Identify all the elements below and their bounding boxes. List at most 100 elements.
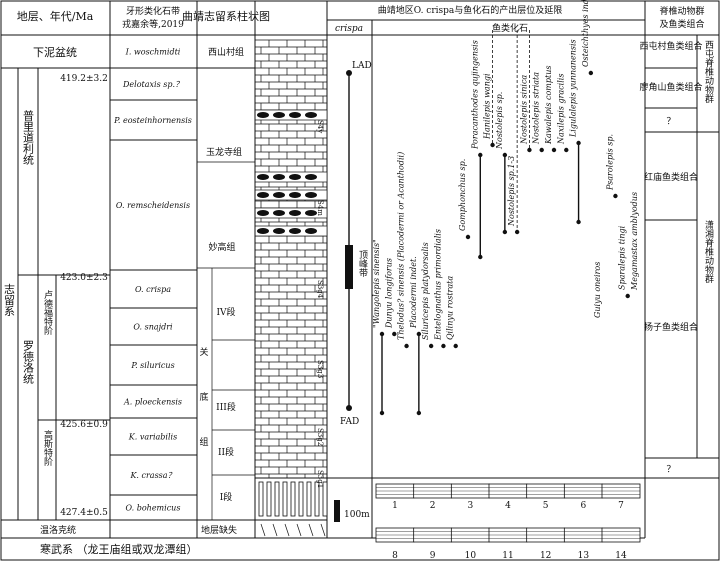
- fish-range-top: [564, 147, 569, 153]
- ludfordian-label: 卢德福特阶: [42, 289, 53, 336]
- unit-s4y: S4y: [316, 120, 324, 133]
- top-bed-label: 顶峰带: [357, 250, 368, 278]
- fish-range-top: [478, 152, 483, 158]
- fish-taxon-label: Siluricepis platydorsalis: [421, 242, 430, 340]
- fish-taxon-label: Poracanthodes qujingensis: [470, 40, 479, 150]
- age-3: 425.6±0.9: [60, 420, 108, 430]
- fish-taxon-label: Nostolepis sp.: [495, 92, 504, 150]
- formations: 西山村组 玉龙寺组 妙高组 地层缺失 IV段 III段 II段 I段 关 底 组: [197, 46, 255, 536]
- conodont-zone: A. ploeckensis: [123, 398, 182, 407]
- header-crispa: crispa: [335, 24, 363, 34]
- fish-taxon-label: Osteichthyes indet.: [581, 0, 590, 67]
- fish-taxon-label: Nostolepis striata: [532, 72, 541, 145]
- legend-number: 10: [465, 551, 477, 561]
- fish-range-top: [527, 147, 532, 153]
- fish-taxon-label: Nostolepis sp.1-3: [507, 156, 516, 227]
- fish-range-top: [502, 152, 508, 158]
- header-column: 曲靖志留系柱状图: [182, 9, 270, 23]
- legend-number: 9: [430, 551, 436, 561]
- assemblage-unknown-1: ？: [666, 117, 675, 127]
- age-1: 419.2±3.2: [60, 74, 108, 84]
- fish-taxon-label: Dunyu longiforus: [384, 258, 393, 329]
- legend-number: 1: [392, 501, 398, 511]
- fish-taxon-label: Placodermi indet.: [409, 256, 418, 329]
- fish-range-top: [551, 147, 557, 153]
- fish-range-top: [490, 142, 495, 148]
- assemblage-xituncun: 西屯村鱼类组合: [639, 40, 702, 52]
- guandi-char-1: 关: [199, 346, 208, 358]
- legend-number: 12: [540, 551, 551, 561]
- unit-labels: S4y S4m S3g4 S3g3 S3g2 S3g1: [316, 120, 324, 488]
- fish-range-bottom: [502, 229, 508, 235]
- fish-taxon-label: Naxilepis gracilis: [556, 74, 565, 145]
- fish-taxon-label: "Wangolepis sinensis": [372, 239, 381, 328]
- fish-taxon-label: Nostolepis sinica: [519, 75, 528, 145]
- fish-taxon-label: Kawalepis comptus: [544, 66, 553, 145]
- fish-range-bottom: [379, 410, 385, 416]
- lower-devonian-label: 下泥盆统: [33, 45, 77, 59]
- assemblage-hongmiao: 红庙鱼类组合: [644, 171, 698, 183]
- fauna-xitun: 西屯脊椎动物群: [703, 40, 714, 104]
- lithology-column: [254, 34, 328, 539]
- guandi-char-3: 组: [199, 436, 208, 448]
- fish-taxon-label: Sparalepis tingi: [618, 225, 627, 290]
- legend-number: 6: [580, 501, 586, 511]
- header-vert-group2: 及鱼类组合: [659, 18, 704, 30]
- conodont-zone: P. eosteinhornensis: [113, 116, 192, 125]
- fish-range-top: [404, 343, 409, 349]
- legend-number: 8: [392, 551, 398, 561]
- conodont-zone: O. snajdri: [133, 323, 173, 332]
- wenlock-label: 温洛克统: [40, 524, 76, 536]
- assemblage-yangzi: 扬子鱼类组合: [644, 321, 698, 333]
- header: 地层、年代/Ma 牙形类化石带 戎嘉余等,2019 曲靖志留系柱状图 曲靖地区O…: [17, 4, 705, 34]
- fish-range-top: [379, 331, 385, 337]
- cambrian-label: 寒武系 （龙王庙组或双龙潭组）: [40, 542, 198, 556]
- header-vert-group: 脊椎动物群: [659, 5, 704, 17]
- legend-number: 5: [543, 501, 549, 511]
- fish-range-bottom: [576, 219, 581, 225]
- fish-range-top: [416, 331, 422, 337]
- scale-bar: [334, 500, 340, 522]
- header-fish: 鱼类化石: [492, 22, 528, 34]
- fish-range-top: [613, 193, 618, 199]
- fish-range-top: [576, 140, 581, 146]
- conodont-zone: K. variabilis: [128, 433, 177, 442]
- fish-range-bottom: [478, 254, 483, 260]
- lad-label: LAD: [352, 61, 372, 71]
- fish-range-top: [428, 343, 434, 349]
- crispa-range: LAD FAD 顶峰带: [340, 61, 372, 427]
- conodont-zone: Delotaxis sp.？: [122, 80, 183, 89]
- unit-s3g2: S3g2: [316, 428, 324, 446]
- scale-label: 100m: [344, 510, 370, 520]
- conodont-zone: O. crispa: [135, 285, 171, 294]
- header-conodont-source: 戎嘉余等,2019: [122, 18, 184, 30]
- fish-range-top: [625, 293, 630, 299]
- assemblage-liaojiaoshan: 廖角山鱼类组合: [639, 81, 702, 93]
- unit-s3g1: S3g1: [316, 470, 324, 488]
- guandi-char-2: 底: [199, 391, 208, 403]
- fish-taxon-label: Qilinyu rostrata: [446, 276, 455, 340]
- age-2: 423.0±2.3: [60, 273, 108, 283]
- age-4: 427.4±0.5: [60, 508, 108, 518]
- xishancun-formation: 西山村组: [208, 46, 244, 58]
- ludlow-series-label: 罗德洛统: [22, 340, 35, 384]
- silurian-label: 志留系: [3, 283, 16, 316]
- conodont-zone: K. crassa？: [129, 471, 175, 480]
- vertebrate-assemblages: 西屯村鱼类组合 廖角山鱼类组合 ？ 红庙鱼类组合 扬子鱼类组合 ？ 西屯脊椎动物…: [639, 40, 719, 479]
- miaogao-formation: 妙高组: [208, 241, 235, 253]
- fish-taxon-label: Megamastax amblyodus: [630, 192, 639, 291]
- assemblage-unknown-2: ？: [666, 465, 675, 475]
- legend-number: 3: [467, 501, 473, 511]
- fish-range-top: [588, 70, 594, 76]
- conodont-zone: O. remscheidensis: [116, 201, 190, 210]
- conodont-zone: I. woschmidti: [125, 48, 181, 57]
- fad-label: FAD: [340, 417, 359, 427]
- legend-number: 4: [505, 501, 511, 511]
- fish-taxon-label: Hanilepis wangi: [483, 73, 492, 140]
- header-strata: 地层、年代/Ma: [17, 9, 94, 23]
